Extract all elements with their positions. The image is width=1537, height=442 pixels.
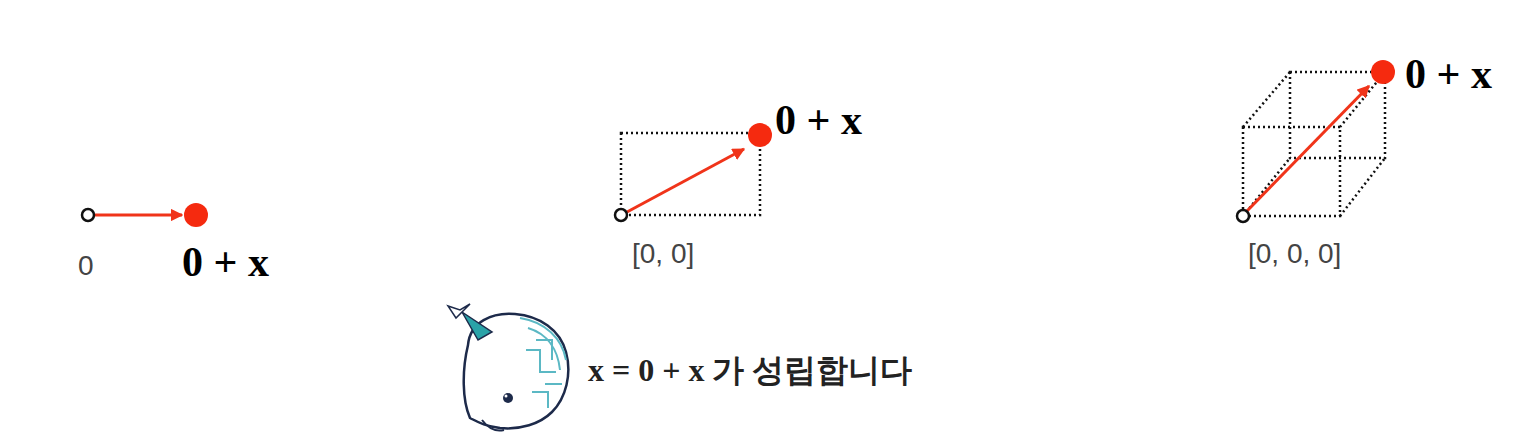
axis-value: [0, 0] [632,238,694,270]
caption-note: x = 0 + x 가 성립합니다 [588,352,912,389]
axis-value: 0 [78,250,94,282]
vector-arrow [1247,86,1369,211]
dotted-cube [1243,72,1385,216]
origin-dot [615,209,627,221]
point-label: 0 + x [182,238,269,286]
axis-value: [0, 0, 0] [1248,238,1341,270]
origin-dot [82,209,94,221]
point-label: 0 + x [775,96,862,144]
point-dot [748,123,772,147]
point-label: 0 + x [1405,50,1492,98]
point-dot [1371,60,1395,84]
origin-dot [1237,210,1249,222]
vector-arrow [627,149,744,212]
vector-arrow [95,214,182,217]
dotted-box [621,133,760,215]
point-dot [184,203,208,227]
mascot-icon [448,304,568,431]
